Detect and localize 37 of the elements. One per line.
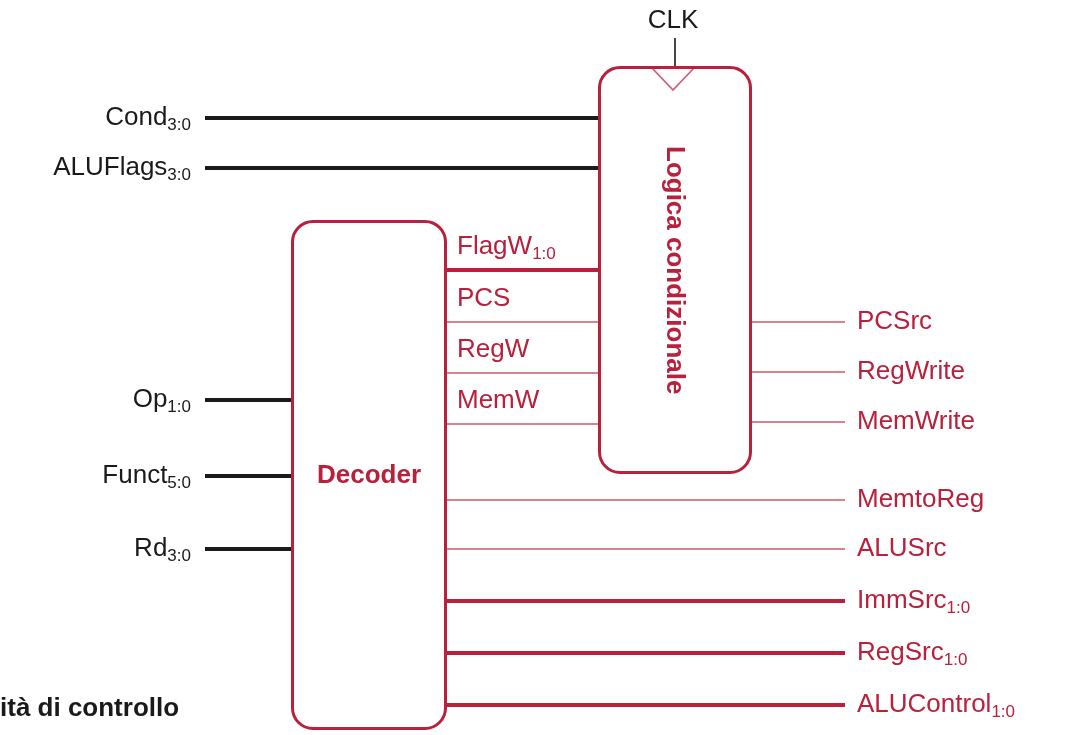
signal-line — [205, 398, 291, 402]
signal-name: MemWrite — [845, 405, 1045, 439]
signal-line — [447, 599, 845, 603]
signal-name: PCSrc — [845, 305, 1045, 339]
block-title: Decoder — [316, 460, 421, 490]
signal-name: ALUSrc — [845, 532, 1045, 566]
signal-line — [205, 166, 598, 170]
signal-line — [447, 703, 845, 707]
signal-line — [674, 37, 676, 67]
signal-line — [446, 372, 599, 374]
signal-name: CLK — [636, 4, 710, 38]
signal-name: Cond$_{3:0}$ — [0, 101, 205, 135]
signal-name: Funct$_{5:0}$ — [0, 459, 205, 493]
signal-line — [205, 547, 291, 551]
signal-name: Rd$_{3:0}$ — [0, 532, 205, 566]
signal-name: Op$_{1:0}$ — [0, 383, 205, 417]
signal-name: ImmSrc$_{1:0}$ — [845, 584, 1065, 618]
signal-line — [751, 421, 846, 423]
signal-name: RegSrc$_{1:0}$ — [845, 636, 1065, 670]
signal-line — [205, 474, 291, 478]
signal-line — [446, 321, 599, 323]
signal-line — [446, 548, 846, 550]
signal-line — [205, 116, 598, 120]
signal-line — [446, 499, 846, 501]
caption-text: ità di controllo — [0, 692, 180, 723]
signal-name: ALUControl$_{1:0}$ — [845, 688, 1068, 722]
signal-line — [751, 371, 846, 373]
signal-name: RegWrite — [845, 355, 1045, 389]
signal-line — [446, 423, 599, 425]
signal-line — [751, 321, 846, 323]
block-title: Logica condizionale — [660, 145, 690, 395]
signal-name: ALUFlags$_{3:0}$ — [0, 151, 205, 185]
signal-line — [447, 268, 598, 272]
signal-line — [447, 651, 845, 655]
logic-block — [291, 220, 447, 730]
logic-block — [598, 66, 752, 474]
signal-name: MemtoReg — [845, 483, 1045, 517]
